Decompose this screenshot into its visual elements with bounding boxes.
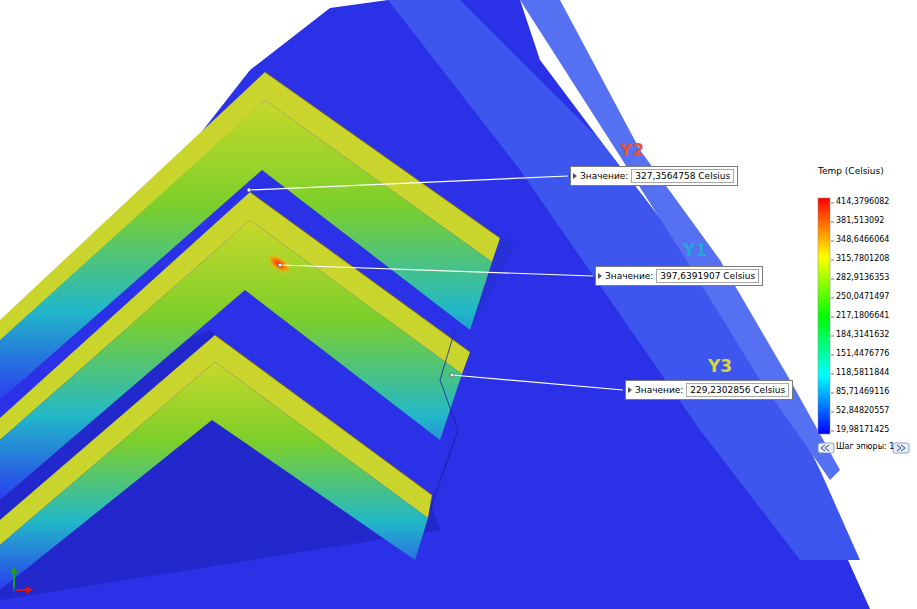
probe-name: Y2 bbox=[620, 140, 644, 160]
color-bar bbox=[818, 198, 909, 453]
probe-name: Y1 bbox=[683, 240, 707, 260]
value-caption: Значение: bbox=[580, 171, 628, 181]
scale-value: 250,0471497 bbox=[836, 292, 889, 301]
scale-value: 315,7801208 bbox=[836, 254, 889, 263]
scale-value: 52,84820557 bbox=[836, 406, 889, 415]
leader-lines bbox=[247, 176, 623, 390]
scale-value: 381,513092 bbox=[836, 216, 884, 225]
scale-value: 217,1806641 bbox=[836, 311, 889, 320]
probe-name: Y3 bbox=[708, 356, 732, 376]
value-callout: Значение:327,3564758 Celsius bbox=[570, 166, 738, 186]
value-field: 397,6391907 Celsius bbox=[656, 269, 759, 283]
heat-bands bbox=[0, 72, 500, 590]
value-field: 327,3564758 Celsius bbox=[631, 169, 734, 183]
scale-value: 348,6466064 bbox=[836, 235, 889, 244]
legend-title: Temp (Celsius) bbox=[818, 166, 884, 176]
value-caption: Значение: bbox=[605, 271, 653, 281]
scale-value: 85,71469116 bbox=[836, 387, 889, 396]
value-caption: Значение: bbox=[635, 385, 683, 395]
scale-value: 151,4476776 bbox=[836, 349, 889, 358]
plot-step: Шаг эпюры: 1 bbox=[836, 442, 894, 451]
value-field: 229,2302856 Celsius bbox=[686, 383, 789, 397]
scale-value: 184,3141632 bbox=[836, 330, 889, 339]
value-callout: Значение:397,6391907 Celsius bbox=[595, 266, 763, 286]
value-callout: Значение:229,2302856 Celsius bbox=[625, 380, 793, 400]
model-body bbox=[0, 0, 870, 609]
scale-value: 414,3796082 bbox=[836, 197, 889, 206]
scale-value: 118,5811844 bbox=[836, 368, 889, 377]
scale-value: 282,9136353 bbox=[836, 273, 889, 282]
scale-value: 19,98171425 bbox=[836, 425, 889, 434]
axis-triad bbox=[10, 566, 33, 594]
